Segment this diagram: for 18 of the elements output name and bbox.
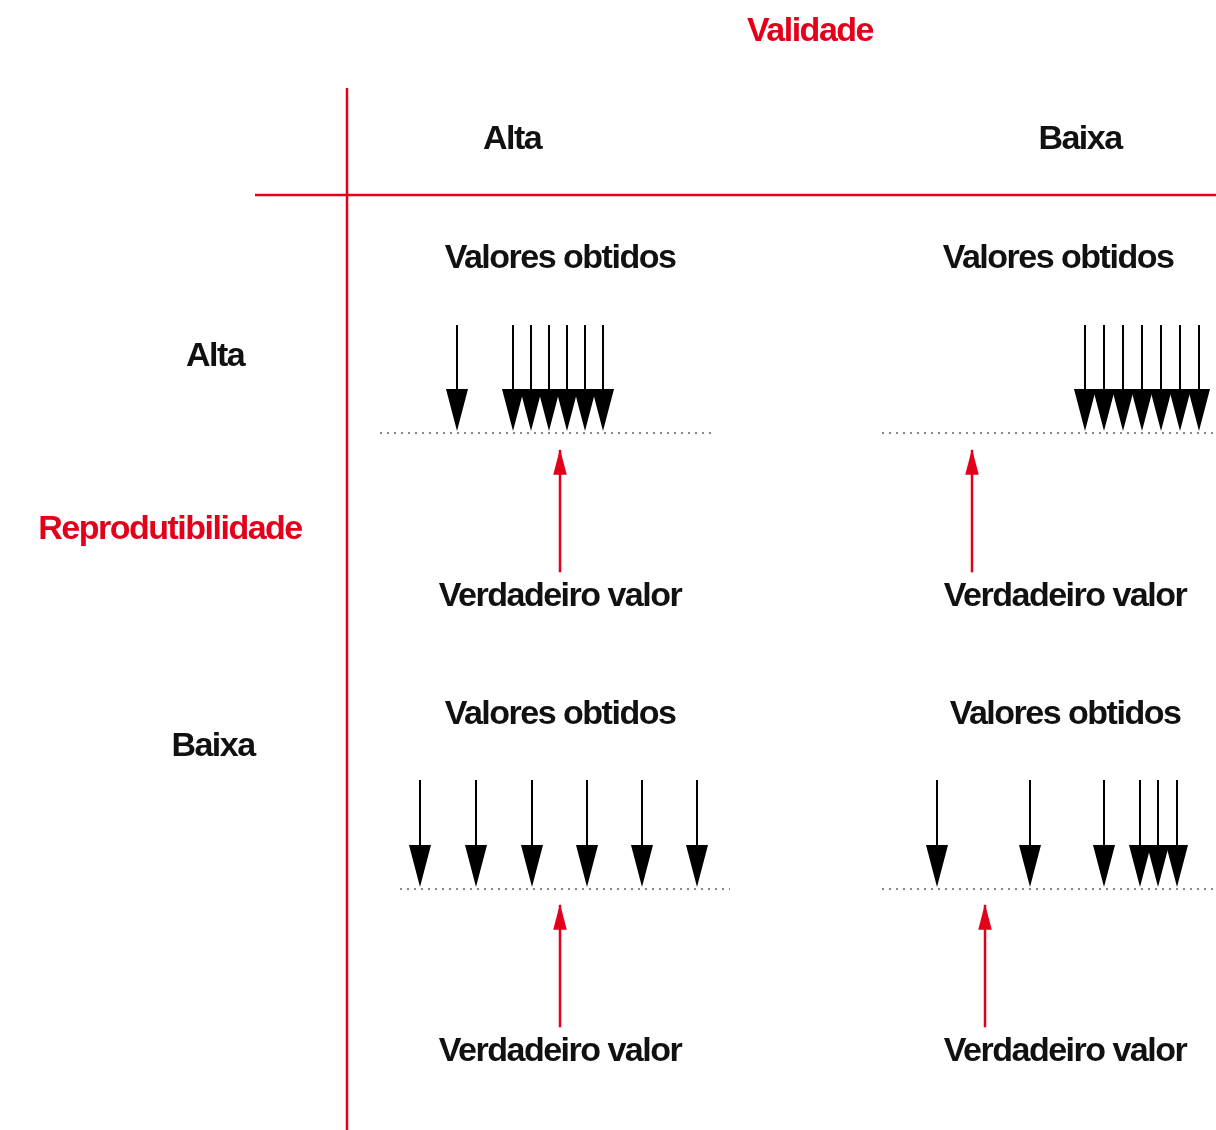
- values-label: Valores obtidos: [942, 238, 1174, 276]
- axis-title: Validade: [747, 11, 873, 49]
- values-label: Valores obtidos: [949, 694, 1181, 732]
- column-header: Baixa: [1038, 119, 1122, 157]
- row-header: Baixa: [171, 726, 255, 764]
- values-label: Valores obtidos: [444, 694, 676, 732]
- true-value-label: Verdadeiro valor: [438, 576, 682, 614]
- true-value-label: Verdadeiro valor: [943, 1031, 1187, 1069]
- true-value-label: Verdadeiro valor: [438, 1031, 682, 1069]
- true-value-arrow: [965, 448, 979, 573]
- true-value-arrow: [553, 903, 567, 1028]
- row-header: Alta: [185, 336, 245, 374]
- values-label: Valores obtidos: [444, 238, 676, 276]
- axis-title: Reprodutibilidade: [38, 509, 302, 547]
- true-value-arrow: [978, 903, 992, 1028]
- true-value-arrow: [553, 448, 567, 573]
- true-value-label: Verdadeiro valor: [943, 576, 1187, 614]
- column-header: Alta: [482, 119, 542, 157]
